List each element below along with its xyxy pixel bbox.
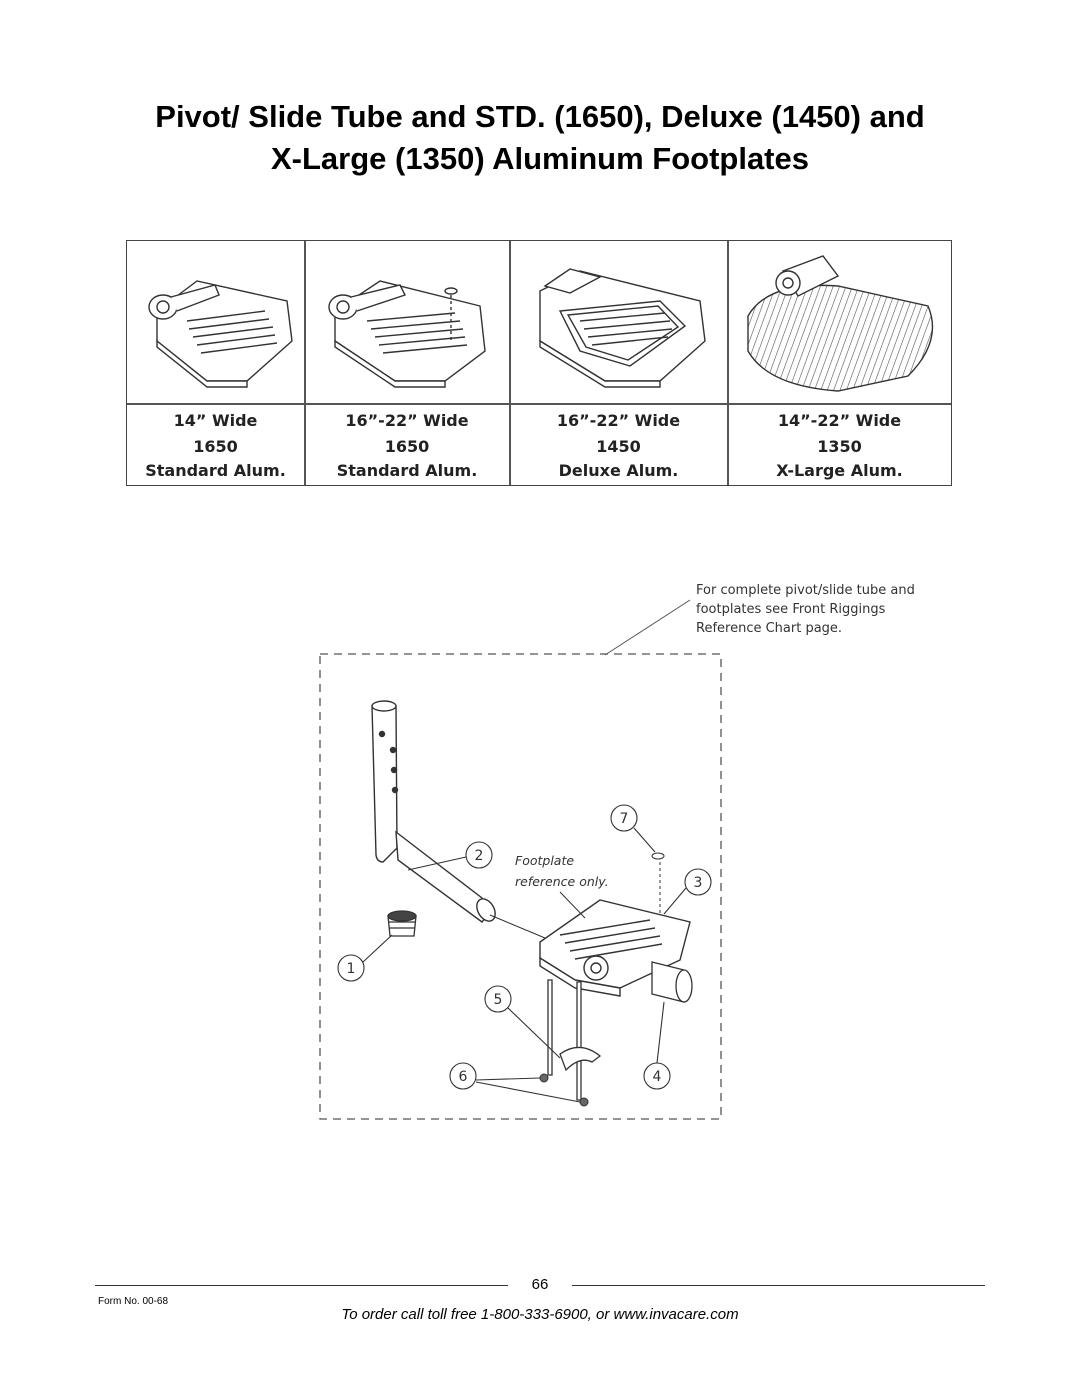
callout-6-leader [475, 1077, 541, 1081]
bracket-part-5 [547, 979, 602, 1101]
callout-5-leader [507, 1007, 561, 1059]
deluxe-footplate-image [539, 268, 706, 388]
callout-7-circle [610, 804, 638, 832]
callout-2-leader [407, 856, 467, 871]
callout-6: 6 [459, 1069, 468, 1085]
order-info: To order call toll free 1-800-333-6900, … [341, 1306, 739, 1323]
footplate-model: 1650 [193, 437, 238, 456]
callout-4: 4 [653, 1069, 662, 1085]
footer-rule-left [95, 1285, 508, 1286]
page-number: 66 [531, 1276, 549, 1293]
callout-3-circle [684, 868, 712, 896]
assembly-boundary [319, 653, 722, 1120]
standard-footplate-16-22-image [328, 280, 486, 388]
footplate-note-line-2: reference only. [515, 874, 609, 889]
callout-1-leader [362, 934, 393, 963]
footplate-type: Deluxe Alum. [558, 461, 679, 480]
footplate-type: Standard Alum. [145, 461, 286, 480]
footer-rule-right [572, 1285, 985, 1286]
footplate-model: 1450 [596, 437, 641, 456]
callout-3-leader [663, 887, 687, 915]
footplate-table: 14” Wide 1650 Standard Alum. 16”-22” Wid… [126, 240, 952, 486]
callout-2-circle [465, 841, 493, 869]
footplate-note-line-1: Footplate [515, 853, 574, 868]
standard-footplate-14-image [148, 280, 293, 388]
callout-2: 2 [475, 848, 484, 864]
table-column-divider [304, 241, 306, 485]
footplate-cell-standard-16-22: 16”-22” Wide 1650 Standard Alum. [305, 241, 509, 485]
title-line-2: X-Large (1350) Aluminum Footplates [271, 141, 809, 176]
footplate-model: 1650 [384, 437, 430, 456]
footplate-width: 14”-22” Wide [777, 411, 902, 430]
callout-6-circle [449, 1062, 477, 1090]
callout-6-leader [475, 1081, 581, 1103]
footplate-width: 16”-22” Wide [345, 411, 469, 430]
callout-7: 7 [620, 811, 629, 827]
bumper-part-4 [651, 961, 693, 1003]
assembly-line [489, 914, 546, 939]
callout-1: 1 [347, 961, 356, 977]
callout-7-leader [633, 827, 656, 853]
exploded-parts-diagram: For complete pivot/slide tube and footpl… [319, 583, 915, 1120]
footplate-cell-x-large: 14”-22” Wide 1350 X-Large Alum. [728, 241, 951, 485]
table-row-divider [127, 403, 951, 405]
footplate-model: 1350 [817, 437, 862, 456]
title-line-1: Pivot/ Slide Tube and STD. (1650), Delux… [155, 99, 925, 134]
callout-4-leader [656, 1001, 665, 1064]
slide-tube [371, 700, 496, 923]
cap-part-7 [651, 852, 665, 915]
table-column-divider [727, 241, 729, 485]
page-title: Pivot/ Slide Tube and STD. (1650), Delux… [0, 96, 1080, 180]
footplate-note-leader [559, 891, 586, 919]
footplate-type: Standard Alum. [336, 461, 478, 480]
footplate-width: 14” Wide [173, 411, 258, 430]
callout-5: 5 [494, 992, 503, 1008]
x-large-footplate-image [747, 255, 934, 392]
footplate-cell-standard-14: 14” Wide 1650 Standard Alum. [127, 241, 304, 485]
table-column-divider [509, 241, 511, 485]
reference-note-line-1: For complete pivot/slide tube and [696, 583, 915, 598]
reference-note-line-2: footplates see Front Riggings [696, 602, 886, 617]
tube-cap-part-1 [387, 910, 417, 937]
reference-note-line-3: Reference Chart page. [696, 621, 842, 636]
footplate-width: 16”-22” Wide [556, 411, 681, 430]
form-number: Form No. 00-68 [98, 1296, 169, 1307]
callout-5-circle [484, 985, 512, 1013]
footplate-cell-deluxe: 16”-22” Wide 1450 Deluxe Alum. [510, 241, 727, 485]
footplate-type: X-Large Alum. [776, 461, 903, 480]
callout-3: 3 [694, 875, 703, 891]
leader-line [604, 599, 691, 656]
callout-1-circle [337, 954, 365, 982]
